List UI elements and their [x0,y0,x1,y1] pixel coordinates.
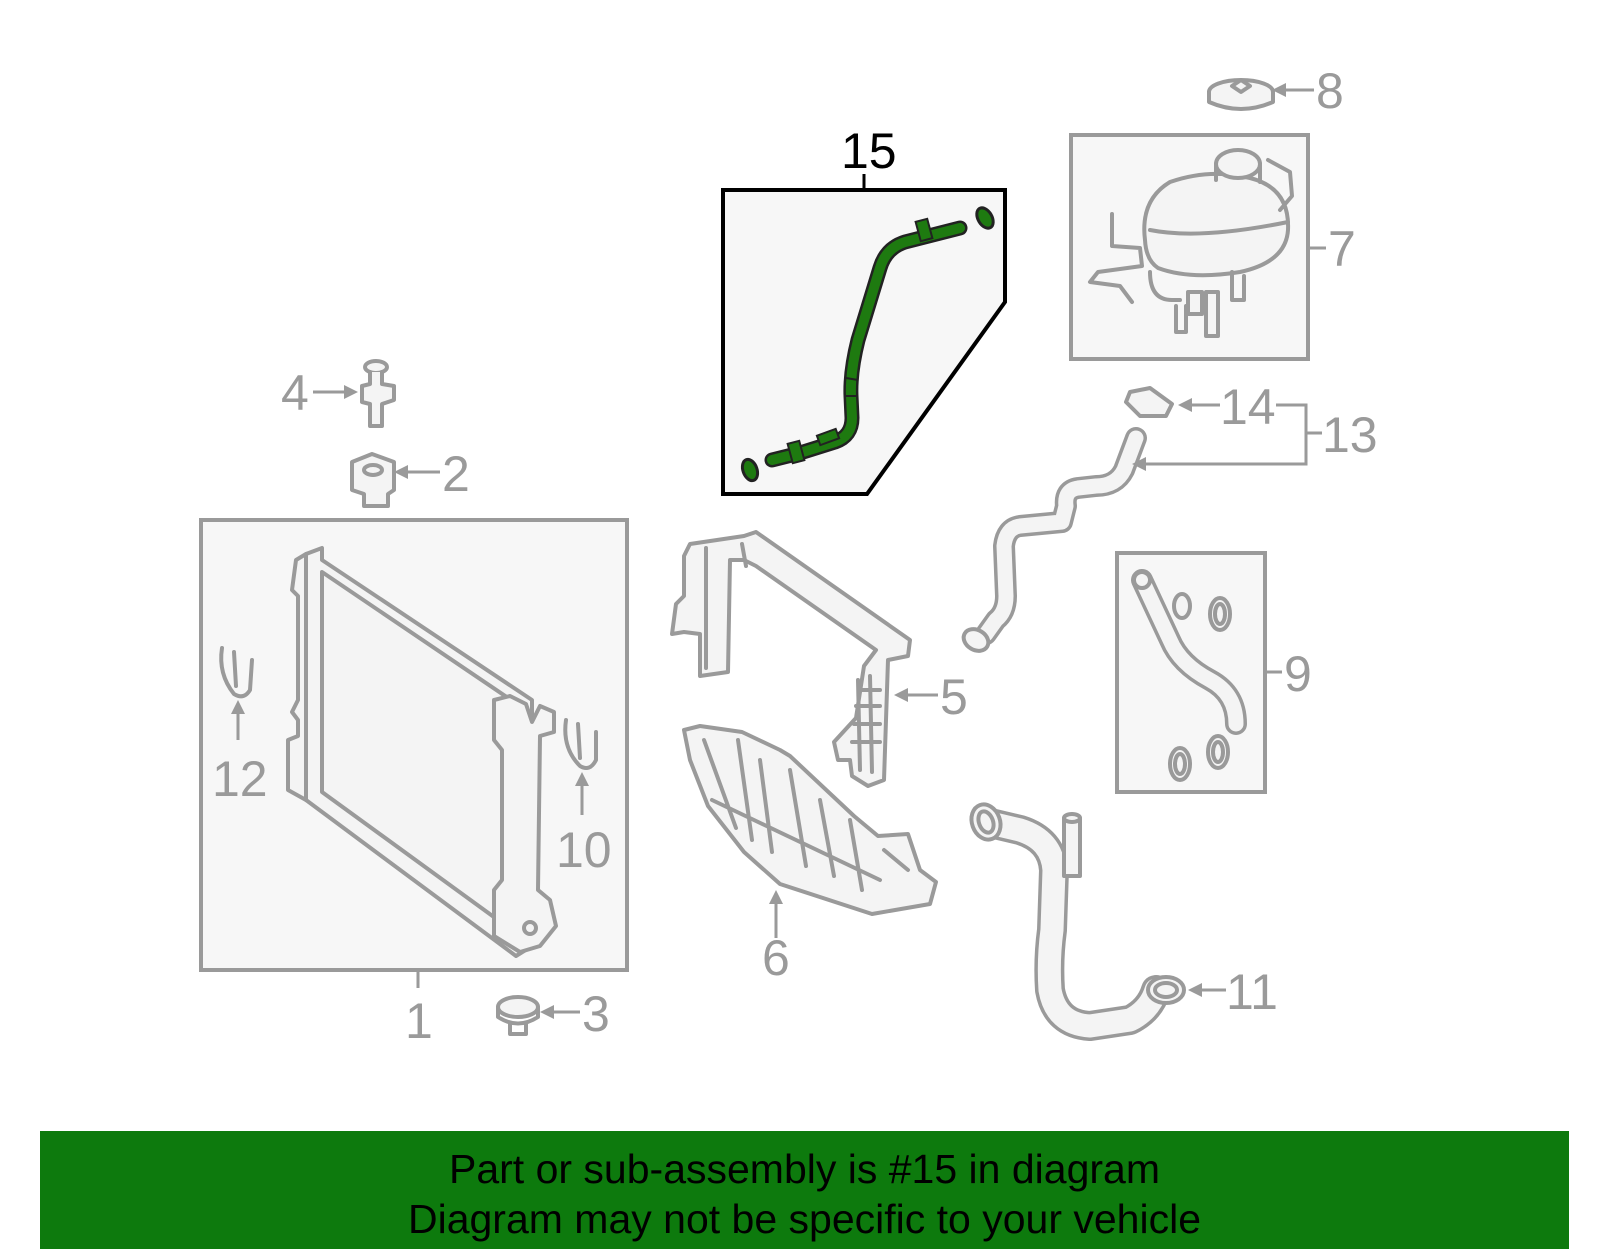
radiator-hose-icon [969,802,1186,1041]
part-9-group[interactable]: 9 [1115,551,1312,794]
callout-15[interactable]: 15 [841,123,897,179]
part-7-group[interactable]: 7 [1069,133,1356,361]
info-banner: Part or sub-assembly is #15 in diagram D… [40,1131,1569,1249]
radiator-icon [286,546,558,958]
callout-13[interactable]: 13 [1322,407,1378,463]
callout-12[interactable]: 12 [212,751,268,807]
part-13-14-group[interactable]: 14 13 [960,379,1378,655]
callout-3[interactable]: 3 [582,986,610,1042]
part-12-group[interactable]: 12 [212,646,268,807]
callout-5[interactable]: 5 [940,669,968,725]
part-4-group[interactable]: 4 [281,359,396,428]
air-shroud-icon [670,530,912,788]
part-1-group[interactable]: 1 [199,518,629,1049]
part-2-group[interactable]: 2 [350,446,470,508]
banner-line-part: Part or sub-assembly is #15 in diagram [449,1146,1160,1192]
mounting-bracket-icon [360,359,396,428]
callout-9[interactable]: 9 [1284,646,1312,702]
part-3-group[interactable]: 3 [496,986,610,1042]
push-pin-icon [496,995,540,1036]
callout-10[interactable]: 10 [556,822,612,878]
callout-14[interactable]: 14 [1220,379,1276,435]
coolant-hose-icon [961,386,1174,653]
callout-11[interactable]: 11 [1226,964,1278,1020]
part-11-group[interactable]: 11 [967,800,1278,1041]
coolant-pipe-icon [740,206,995,483]
clip-icon [563,718,598,770]
callout-8[interactable]: 8 [1316,63,1344,119]
callout-6[interactable]: 6 [762,930,790,986]
expansion-tank-icon [1088,148,1294,338]
callout-2[interactable]: 2 [442,446,470,502]
part-8-group[interactable]: 8 [1207,63,1344,119]
part-5-group[interactable]: 5 [670,530,968,788]
grommet-icon [350,452,396,508]
callout-7[interactable]: 7 [1328,221,1356,277]
banner-line-disclaimer: Diagram may not be specific to your vehi… [407,1196,1201,1242]
callout-4[interactable]: 4 [281,365,309,421]
part-10-group[interactable]: 10 [556,718,612,878]
callout-1[interactable]: 1 [405,993,433,1049]
clip-icon [219,646,254,699]
part-6-group[interactable]: 6 [682,724,938,986]
part-15-group[interactable]: 15 [721,123,1007,496]
hose-kit-icon [1131,569,1247,782]
lower-air-deflector-icon [682,724,938,916]
reservoir-cap-icon [1207,78,1275,111]
